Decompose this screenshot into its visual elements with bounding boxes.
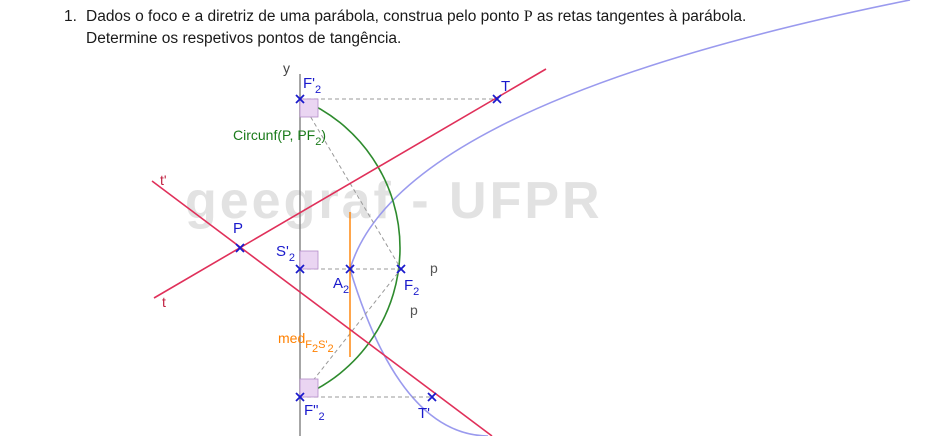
point-F1	[295, 94, 305, 104]
label-F3: F"2	[304, 402, 325, 423]
point-F2	[396, 264, 406, 274]
right-angle-marker	[299, 378, 319, 398]
label-T: T	[501, 78, 510, 95]
point-markers	[235, 94, 502, 402]
right-angle-marker	[299, 98, 319, 118]
point-P	[235, 243, 245, 253]
point-S	[295, 264, 305, 274]
label-S: S'2	[276, 243, 295, 264]
label-F1: F'2	[303, 75, 321, 96]
exercise-text-part: as retas tangentes à parábola.	[532, 8, 747, 25]
label-circle: Circunf(P, PF2)	[233, 127, 326, 148]
y-axis-label: y	[283, 60, 290, 76]
label-F2: F2	[404, 277, 419, 298]
label-p-lower: p	[410, 302, 418, 318]
exercise-number: 1.	[64, 8, 77, 25]
exercise-text-part: Dados o foco e a diretriz de uma parábol…	[86, 8, 524, 25]
right-angle-marker	[299, 250, 319, 270]
label-p-upper: p	[430, 260, 438, 276]
label-P: P	[233, 220, 243, 237]
exercise-line-2: Determine os respetivos pontos de tangên…	[86, 30, 402, 47]
label-mediatrix: medF2S'2	[278, 330, 334, 355]
point-symbol: P	[523, 8, 533, 25]
label-t-prime: t'	[160, 172, 167, 188]
label-t: t	[162, 294, 166, 310]
point-T-prime	[427, 392, 437, 402]
point-F3	[295, 392, 305, 402]
circle-arc	[299, 98, 401, 398]
tangent-line-t	[153, 68, 547, 299]
exercise-statement: 1. Dados o foco e a diretriz de uma paráb…	[64, 6, 904, 50]
label-T-prime: T'	[418, 405, 430, 422]
label-A: A2	[333, 275, 349, 296]
parabola-curve	[349, 0, 911, 436]
exercise-line-1: 1. Dados o foco e a diretriz de uma paráb…	[64, 6, 904, 28]
point-T	[492, 94, 502, 104]
point-A	[345, 264, 355, 274]
